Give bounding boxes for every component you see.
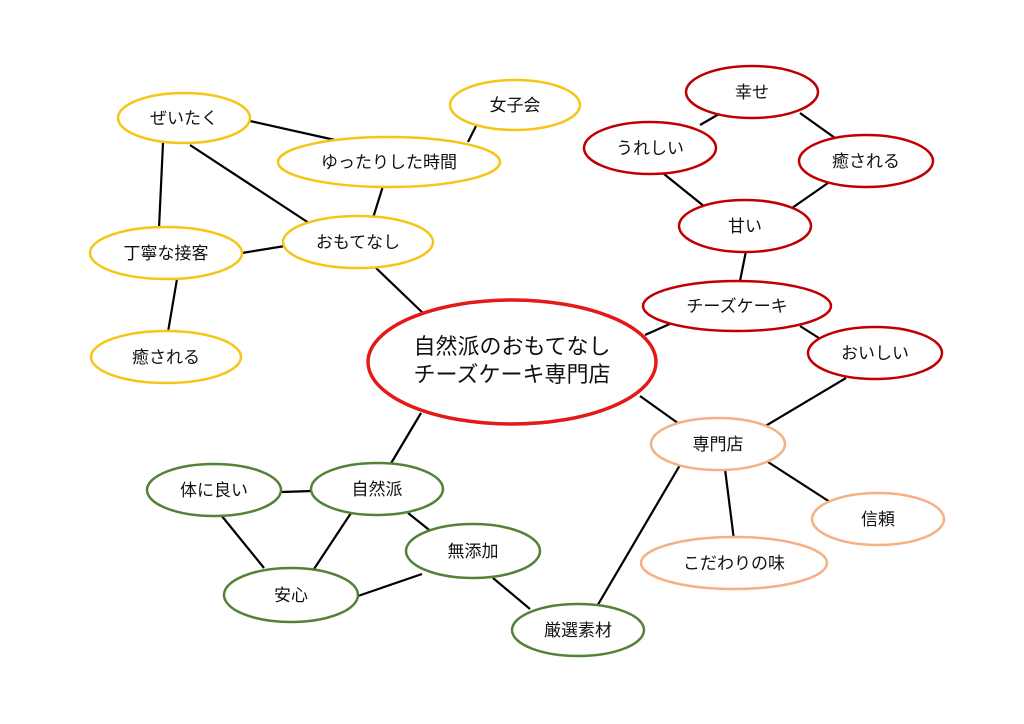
link-shizenha-anshin — [313, 512, 352, 570]
node-joshikai — [448, 78, 582, 132]
link-teinei-omotenashi — [241, 244, 286, 255]
label-yuttari: ゆったりした時間 — [321, 153, 457, 173]
node-zeitaku — [116, 91, 252, 145]
node-oishii — [806, 325, 944, 381]
link-iyasareru-amai — [791, 182, 829, 209]
label-omotenashi: おもてなし — [316, 233, 400, 253]
label-cheesecake: チーズケーキ — [686, 297, 787, 317]
label-senmonten: 専門店 — [693, 435, 744, 455]
red-labels: 幸せ うれしい 癒される 甘い チーズケーキ おいしい — [616, 83, 909, 364]
label-iyasareru-yellow: 癒される — [132, 348, 200, 368]
label-teinei: 丁寧な接客 — [124, 244, 209, 264]
center-title-line1: 自然派のおもてなし — [413, 335, 610, 360]
node-yuttari — [276, 135, 502, 189]
link-shiawase-iyasareru — [799, 112, 836, 139]
node-anshin — [222, 566, 360, 624]
link-karada-anshin — [220, 514, 265, 569]
link-zeitaku-omotenashi — [189, 144, 313, 226]
label-genzen: 厳選素材 — [544, 621, 612, 641]
label-oishii: おいしい — [841, 344, 909, 364]
node-amai — [677, 198, 813, 254]
link-senmonten-kodawari — [723, 468, 736, 541]
link-senmonten-genzen — [595, 464, 681, 609]
link-oishii-senmonten — [761, 377, 847, 429]
node-iyasareru-red — [797, 133, 935, 189]
center-ellipse — [366, 298, 658, 426]
green-cluster — [145, 461, 646, 658]
link-senmonten-shinrai — [767, 461, 831, 503]
node-omotenashi — [281, 214, 435, 270]
label-joshikai: 女子会 — [490, 96, 541, 116]
label-ureshii: うれしい — [616, 139, 684, 159]
label-mutenka: 無添加 — [448, 542, 499, 562]
connections — [157, 109, 847, 610]
link-teinei-iyasareru — [166, 278, 179, 333]
yellow-cluster — [88, 78, 582, 385]
center-title-line2: チーズケーキ専門店 — [414, 363, 611, 388]
label-amai: 甘い — [728, 217, 762, 237]
node-shiawase — [684, 64, 820, 120]
node-karada — [145, 462, 283, 518]
link-joshikai-yuttari — [467, 125, 477, 143]
link-amai-cheesecake — [738, 250, 748, 282]
node-cheesecake — [641, 279, 833, 333]
link-karada-shizenha — [281, 489, 313, 494]
node-senmonten — [649, 416, 787, 472]
node-iyasareru-yellow — [89, 329, 243, 385]
green-labels: 自然派 体に良い 安心 無添加 厳選素材 — [180, 480, 612, 641]
node-mutenka — [404, 522, 542, 580]
red-cluster — [582, 64, 944, 381]
node-shizenha — [309, 461, 445, 517]
label-iyasareru-red: 癒される — [832, 152, 900, 172]
yellow-labels: ぜいたく 女子会 ゆったりした時間 おもてなし 丁寧な接客 癒される — [124, 96, 541, 368]
link-center-senmonten — [639, 395, 683, 427]
node-teinei — [88, 225, 244, 281]
node-ureshii — [582, 120, 718, 176]
label-zeitaku: ぜいたく — [150, 109, 218, 129]
label-kodawari: こだわりの味 — [683, 554, 785, 574]
link-zeitaku-yuttari — [249, 119, 336, 142]
link-yuttari-omotenashi — [371, 185, 385, 219]
center-node: 自然派のおもてなし チーズケーキ専門店 — [366, 298, 658, 426]
node-genzen — [510, 602, 646, 658]
link-center-shizenha — [389, 412, 422, 466]
link-center-cheesecake — [644, 321, 673, 337]
peach-cluster — [639, 416, 946, 591]
peach-labels: 専門店 信頼 こだわりの味 — [683, 435, 895, 574]
label-shinrai: 信頼 — [861, 510, 895, 530]
label-karada: 体に良い — [180, 481, 248, 501]
label-shizenha: 自然派 — [352, 480, 403, 500]
link-mutenka-genzen — [492, 577, 531, 610]
link-anshin-mutenka — [357, 572, 423, 598]
link-omotenashi-center — [375, 267, 426, 316]
label-anshin: 安心 — [274, 586, 308, 606]
label-shiawase: 幸せ — [735, 83, 769, 103]
node-shinrai — [810, 491, 946, 547]
link-zeitaku-teinei — [157, 142, 165, 229]
node-kodawari — [639, 535, 829, 591]
link-ureshii-amai — [663, 173, 706, 208]
